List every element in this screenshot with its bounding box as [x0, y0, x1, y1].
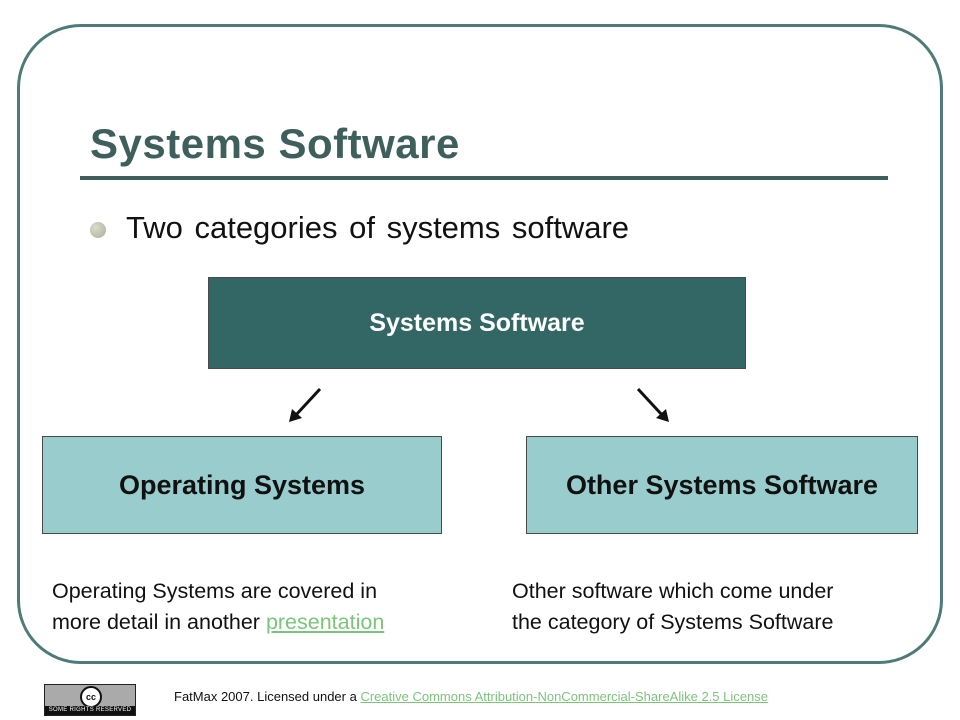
- left-description: Operating Systems are covered in more de…: [52, 576, 384, 638]
- left-description-line2-text: more detail in another: [52, 610, 266, 634]
- arrow-down-left-icon: [289, 387, 322, 422]
- license-link[interactable]: Creative Commons Attribution-NonCommerci…: [360, 689, 768, 704]
- diagram-right-box: Other Systems Software: [526, 436, 918, 534]
- diagram-left-label: Operating Systems: [118, 469, 366, 500]
- diagram-root-label: Systems Software: [369, 308, 585, 337]
- cc-logo-icon: cc: [80, 686, 102, 708]
- right-description-line2: the category of Systems Software: [512, 610, 834, 634]
- diagram-right-label: Other Systems Software: [565, 469, 879, 500]
- bullet-text: Two categories of systems software: [126, 210, 630, 245]
- creative-commons-badge[interactable]: cc SOME RIGHTS RESERVED: [44, 684, 136, 716]
- slide-frame: [17, 24, 943, 664]
- footer-license: FatMax 2007. Licensed under a Creative C…: [174, 689, 768, 704]
- right-description-line1: Other software which come under: [512, 579, 834, 603]
- presentation-link[interactable]: presentation: [265, 610, 385, 634]
- footer-text: FatMax 2007. Licensed under a: [174, 689, 361, 704]
- left-description-line2: more detail in another presentation: [52, 607, 384, 638]
- title-underline: [80, 176, 888, 180]
- diagram-left-box: Operating Systems: [42, 436, 442, 534]
- left-description-line1: Operating Systems are covered in: [52, 579, 378, 603]
- cc-badge-caption: SOME RIGHTS RESERVED: [45, 706, 135, 715]
- bullet-icon: [90, 222, 106, 238]
- slide-title: Systems Software: [90, 120, 460, 167]
- arrow-down-right-icon: [636, 387, 669, 422]
- diagram-root-box: Systems Software: [208, 277, 746, 369]
- right-description: Other software which come under the cate…: [512, 576, 833, 638]
